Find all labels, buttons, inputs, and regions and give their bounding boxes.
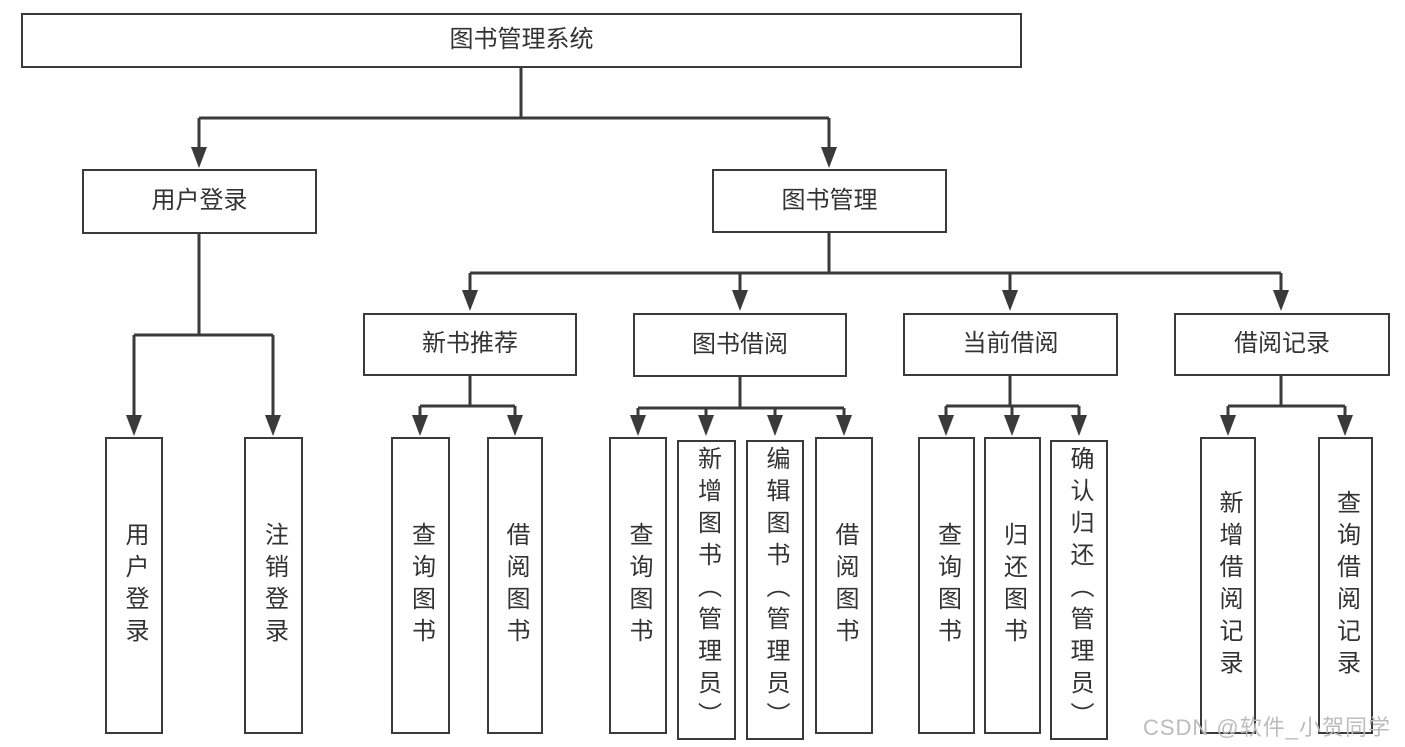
leaf-cb-query-book: 查询图书 bbox=[918, 437, 975, 734]
node-root-system: 图书管理系统 bbox=[21, 13, 1022, 68]
leaf-nbr-query-book: 查询图书 bbox=[391, 437, 450, 734]
node-user-login: 用户登录 bbox=[82, 169, 317, 234]
leaf-br-add-record: 新增借阅记录 bbox=[1200, 437, 1256, 734]
leaf-bb-edit-book-admin: 编辑图书（管理员） bbox=[746, 440, 804, 740]
arrowheads bbox=[126, 147, 1353, 436]
tree-edges bbox=[132, 68, 1347, 417]
node-book-management: 图书管理 bbox=[712, 169, 947, 233]
leaf-br-query-record: 查询借阅记录 bbox=[1318, 437, 1373, 734]
leaf-cb-return-book: 归还图书 bbox=[984, 437, 1041, 734]
node-current-borrowing: 当前借阅 bbox=[903, 313, 1118, 376]
node-borrowing-records: 借阅记录 bbox=[1174, 313, 1390, 376]
node-book-borrowing: 图书借阅 bbox=[633, 313, 847, 377]
leaf-cb-confirm-return-admin: 确认归还（管理员） bbox=[1050, 440, 1108, 740]
leaf-nbr-borrow-book: 借阅图书 bbox=[487, 437, 543, 734]
leaf-user-login: 用户登录 bbox=[105, 437, 163, 734]
leaf-bb-add-book-admin: 新增图书（管理员） bbox=[677, 440, 736, 740]
leaf-bb-query-book: 查询图书 bbox=[609, 437, 667, 734]
leaf-logout: 注销登录 bbox=[244, 437, 303, 734]
csdn-watermark: CSDN @软件_小贺同学 bbox=[1142, 715, 1391, 740]
node-new-book-recommendation: 新书推荐 bbox=[363, 313, 577, 376]
leaf-bb-borrow-book: 借阅图书 bbox=[815, 437, 873, 734]
